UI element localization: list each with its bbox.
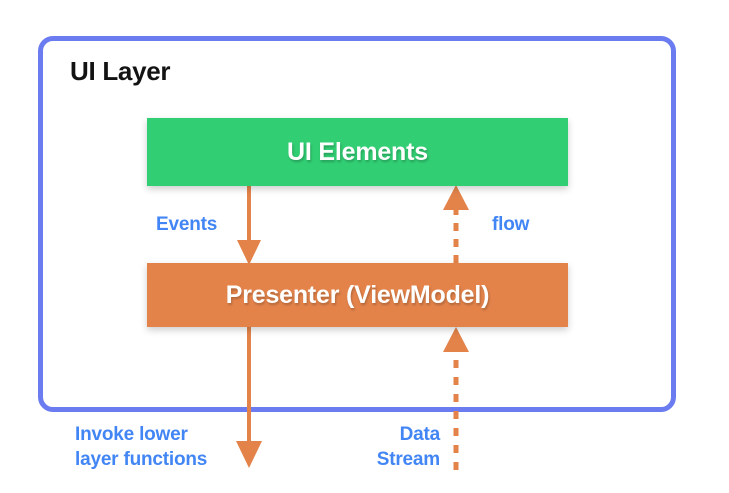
edge-label-flow: flow	[492, 214, 530, 235]
ui-layer-frame	[38, 36, 676, 412]
edge-label-invoke-line1: Invoke lower	[75, 424, 188, 445]
edge-label-invoke-line2: layer functions	[75, 449, 208, 470]
node-presenter[interactable]: Presenter (ViewModel)	[147, 263, 568, 327]
node-presenter-label: Presenter (ViewModel)	[225, 280, 490, 309]
ui-layer-title: UI Layer	[70, 56, 171, 86]
edge-label-data-line2: Stream	[376, 449, 440, 470]
edge-label-invoke-lower-layer: Invoke lower layer functions	[75, 422, 207, 472]
node-ui-elements-label: UI Elements	[287, 137, 428, 166]
edge-label-data-stream: Data Stream	[340, 422, 440, 472]
edge-label-data-line1: Data	[399, 424, 441, 445]
node-ui-elements[interactable]: UI Elements	[147, 118, 568, 186]
edge-label-events: Events	[156, 214, 218, 235]
